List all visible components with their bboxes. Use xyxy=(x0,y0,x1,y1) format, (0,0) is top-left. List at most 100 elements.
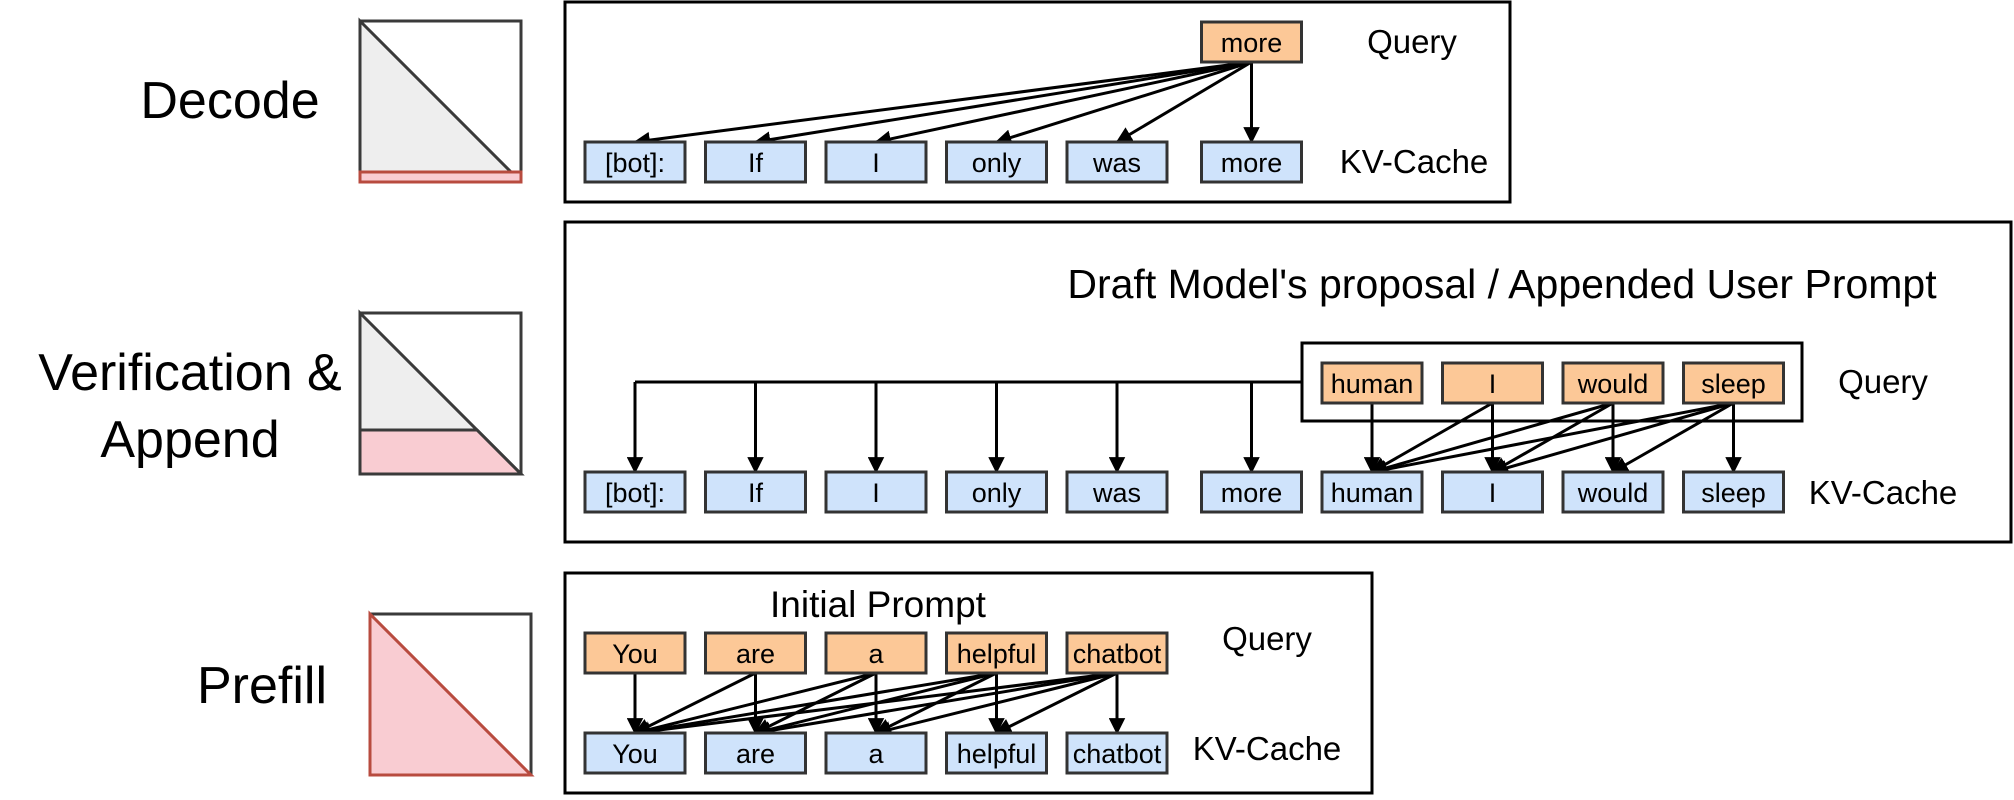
decode-query-label: Query xyxy=(1367,23,1457,60)
decode-kv-token: If xyxy=(704,140,807,184)
decode-kv-token-text: more xyxy=(1221,148,1283,178)
verify-query-token: would xyxy=(1561,361,1665,405)
decode-kv-token-text: was xyxy=(1092,148,1141,178)
verify-title: Draft Model's proposal / Appended User P… xyxy=(1067,261,1937,307)
decode-kv-token-text: only xyxy=(972,148,1022,178)
prefill-kv-token-text: You xyxy=(612,739,658,769)
verify-stage-label-line1: Verification & xyxy=(38,344,342,402)
verify-kv-token: human xyxy=(1320,470,1424,514)
decode-kv-label: KV-Cache xyxy=(1340,143,1489,180)
prefill-query-token: chatbot xyxy=(1065,631,1169,675)
verify-stage-label-line2: Append xyxy=(100,411,279,469)
verify-kv-token: I xyxy=(824,470,928,514)
verify-query-token-text: human xyxy=(1331,369,1414,399)
verify-query-token-text: I xyxy=(1489,369,1497,399)
decode-kv-token: was xyxy=(1065,140,1169,184)
verify-kv-token: more xyxy=(1200,470,1303,514)
verify-kv-token-text: human xyxy=(1331,478,1414,508)
prefill-query-token: helpful xyxy=(945,631,1048,675)
verify-mask-icon xyxy=(358,309,525,476)
prefill-attention-arrows xyxy=(626,671,1126,740)
decode-kv-token: only xyxy=(945,140,1048,184)
prefill-title: Initial Prompt xyxy=(770,584,987,625)
prefill-stage-label: Prefill xyxy=(197,657,327,715)
prefill-query-token: are xyxy=(704,631,807,675)
decode-stage-label: Decode xyxy=(140,72,319,130)
verify-kv-token-text: only xyxy=(972,478,1022,508)
prefill-attention-arrow xyxy=(753,671,1118,739)
prefill-kv-token: are xyxy=(704,731,807,775)
verify-query-label: Query xyxy=(1838,363,1928,400)
verify-kv-token-text: If xyxy=(748,478,764,508)
decode-query-token-text: more xyxy=(1221,28,1283,58)
prefill-query-token-text: a xyxy=(868,639,884,669)
decode-attention-arrow xyxy=(753,60,1252,148)
verify-kv-token: would xyxy=(1561,470,1665,514)
prefill-kv-token: chatbot xyxy=(1065,731,1169,775)
decode-kv-token-text: I xyxy=(872,148,880,178)
verify-attention-arrow xyxy=(1611,401,1735,474)
decode-attention-arrows xyxy=(633,60,1260,149)
prefill-query-token-text: You xyxy=(612,639,658,669)
verify-kv-token: [bot]: xyxy=(583,470,687,514)
verify-query-token: human xyxy=(1320,361,1424,405)
verify-query-token: sleep xyxy=(1682,361,1785,405)
decode-attention-arrow xyxy=(994,60,1252,146)
decode-kv-token-text: [bot]: xyxy=(605,148,665,178)
prefill-kv-token-text: a xyxy=(868,739,884,769)
prefill-attention-arrow xyxy=(633,671,757,735)
verify-query-token-text: would xyxy=(1577,369,1649,399)
verify-attention-arrow xyxy=(1490,401,1734,476)
prefill-kv-label: KV-Cache xyxy=(1193,730,1342,767)
verify-kv-token-text: [bot]: xyxy=(605,478,665,508)
prefill-kv-token-text: chatbot xyxy=(1073,739,1162,769)
decode-kv-token: [bot]: xyxy=(583,140,687,184)
prefill-kv-token: You xyxy=(583,731,687,775)
verify-kv-token-text: would xyxy=(1577,478,1649,508)
verify-kv-token-text: sleep xyxy=(1701,478,1766,508)
prefill-attention-arrow xyxy=(995,671,1118,735)
prefill-query-token-text: chatbot xyxy=(1073,639,1162,669)
verify-panel xyxy=(563,220,2013,544)
verify-kv-token: was xyxy=(1065,470,1169,514)
verify-kv-token: only xyxy=(945,470,1048,514)
verify-attention-arrow xyxy=(1370,401,1614,476)
verify-attention-arrow xyxy=(1370,401,1494,474)
decode-mask-icon xyxy=(358,17,523,184)
verify-kv-token-text: was xyxy=(1092,478,1141,508)
decode-query-token: more xyxy=(1200,20,1303,64)
decode-panel xyxy=(563,0,1512,204)
decode-kv-token: more xyxy=(1200,140,1303,184)
prefill-kv-token: a xyxy=(824,731,928,775)
decode-attention-arrow xyxy=(1115,60,1253,144)
prefill-attention-arrow xyxy=(633,671,877,738)
prefill-query-token: You xyxy=(583,631,687,675)
prefill-kv-token-text: are xyxy=(736,739,775,769)
prefill-mask-icon xyxy=(368,610,535,777)
prefill-query-token-text: are xyxy=(736,639,775,669)
decode-kv-token-text: If xyxy=(748,148,764,178)
verify-query-token: I xyxy=(1441,361,1544,405)
verify-kv-token: I xyxy=(1441,470,1544,514)
verify-kv-token: If xyxy=(704,470,807,514)
verify-query-token-text: sleep xyxy=(1701,369,1766,399)
verify-kv-label: KV-Cache xyxy=(1809,474,1958,511)
prefill-panel xyxy=(563,571,1374,795)
prefill-query-token-text: helpful xyxy=(957,639,1037,669)
prefill-query-token: a xyxy=(824,631,928,675)
verify-kv-token-text: more xyxy=(1221,478,1283,508)
prefill-kv-token-text: helpful xyxy=(957,739,1037,769)
prefill-attention-arrow xyxy=(874,671,1118,738)
decode-kv-token: I xyxy=(824,140,928,184)
verify-attention-arrows xyxy=(626,380,1742,478)
decode-attention-arrow xyxy=(633,60,1252,149)
verify-kv-token-text: I xyxy=(1489,478,1497,508)
prefill-kv-token: helpful xyxy=(945,731,1048,775)
verify-attention-arrow xyxy=(1370,401,1734,478)
verify-kv-token-text: I xyxy=(872,478,880,508)
prefill-attention-arrow xyxy=(633,671,1118,740)
